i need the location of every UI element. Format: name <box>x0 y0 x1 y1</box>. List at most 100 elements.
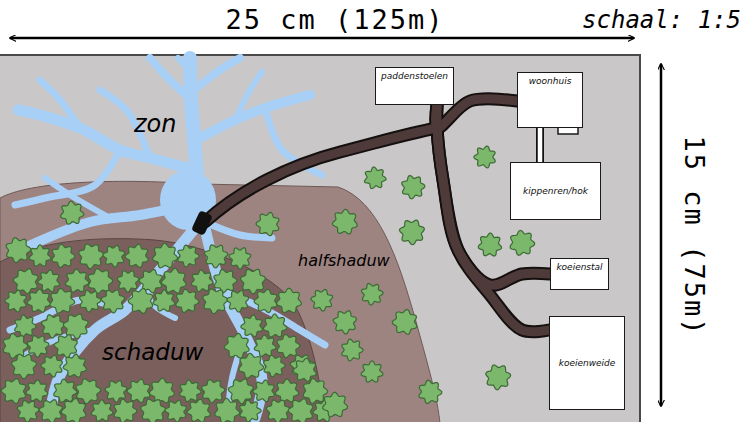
building-label: woonhuis <box>529 76 572 86</box>
bush <box>88 269 113 294</box>
bush <box>191 270 213 292</box>
sun-water-branch <box>50 228 195 415</box>
bush <box>203 289 228 314</box>
bush <box>180 380 201 402</box>
bush <box>17 401 39 422</box>
bush <box>61 201 84 224</box>
bush <box>342 339 364 361</box>
bush <box>114 399 137 422</box>
bush <box>178 245 200 267</box>
bush <box>474 146 496 168</box>
bush <box>392 309 417 334</box>
bush <box>26 380 48 401</box>
path-outline <box>536 128 544 162</box>
bush <box>176 289 199 312</box>
bush <box>125 244 148 267</box>
bush <box>153 243 178 268</box>
dimension-label: 25 cm (125m) <box>225 6 444 33</box>
sun-water-branch <box>196 95 310 140</box>
zone-label: zon <box>134 112 177 136</box>
pipe-end <box>191 210 213 236</box>
bush <box>204 245 227 268</box>
building-label: koeienweide <box>559 358 616 368</box>
bush <box>277 288 302 313</box>
road <box>205 128 437 222</box>
sun-water-branch <box>194 58 240 90</box>
bush <box>510 230 534 255</box>
building-box: kippenren/hok <box>510 162 601 220</box>
bush <box>54 335 77 358</box>
bush <box>419 380 442 403</box>
bush <box>323 392 348 417</box>
bush <box>141 399 166 422</box>
building-box: paddenstoelen <box>375 67 454 105</box>
bush <box>288 399 313 422</box>
bush <box>65 269 89 292</box>
road-outline <box>205 128 437 222</box>
bush <box>478 233 501 256</box>
bush <box>253 380 274 402</box>
bush <box>277 334 300 357</box>
building-box: woonhuis <box>517 72 583 128</box>
bush <box>228 379 253 404</box>
bush <box>38 270 60 292</box>
sun-water-branch <box>235 72 262 120</box>
sun-water-branch <box>18 110 195 170</box>
bush <box>79 244 104 269</box>
bush <box>266 400 289 422</box>
bush <box>39 400 62 422</box>
width-dimension <box>10 37 634 40</box>
footpath <box>538 128 543 162</box>
bush <box>254 289 277 312</box>
building-label: kippenren/hok <box>523 186 588 196</box>
bush <box>361 283 383 305</box>
bush <box>52 244 75 267</box>
bush <box>486 365 511 390</box>
bush <box>224 333 249 358</box>
bush <box>263 314 286 337</box>
building-label: koeienstal <box>556 262 602 272</box>
bush <box>333 311 356 334</box>
bush <box>264 355 285 377</box>
bush <box>399 220 424 245</box>
bush <box>227 291 249 312</box>
bush <box>311 289 333 311</box>
sun-water-branch <box>40 80 80 128</box>
bush <box>365 167 387 189</box>
bush <box>103 245 125 267</box>
sun-water-branch <box>150 58 191 100</box>
bush <box>80 290 101 312</box>
sun-water-shape <box>10 58 325 418</box>
bush <box>332 209 357 233</box>
bush <box>117 271 139 293</box>
bush <box>215 398 240 422</box>
bush <box>1 379 26 404</box>
bush <box>15 315 36 337</box>
bush <box>229 248 251 270</box>
bush <box>12 354 37 379</box>
bush <box>50 288 75 313</box>
bush <box>27 336 49 357</box>
bush <box>161 268 186 293</box>
bush <box>5 290 27 312</box>
bush <box>293 358 316 381</box>
bush-group <box>1 146 534 422</box>
bush <box>27 289 50 312</box>
zone-label: schaduw <box>102 341 203 364</box>
bush <box>91 400 113 422</box>
bush <box>41 355 62 377</box>
bush <box>42 315 65 338</box>
bush <box>214 269 237 292</box>
bush <box>187 399 210 422</box>
bush <box>361 361 383 382</box>
bush <box>29 245 51 266</box>
bush <box>76 379 101 404</box>
bush <box>150 378 175 403</box>
bush <box>61 398 85 422</box>
bush <box>240 400 262 422</box>
bush <box>128 289 153 314</box>
bush <box>202 380 225 403</box>
